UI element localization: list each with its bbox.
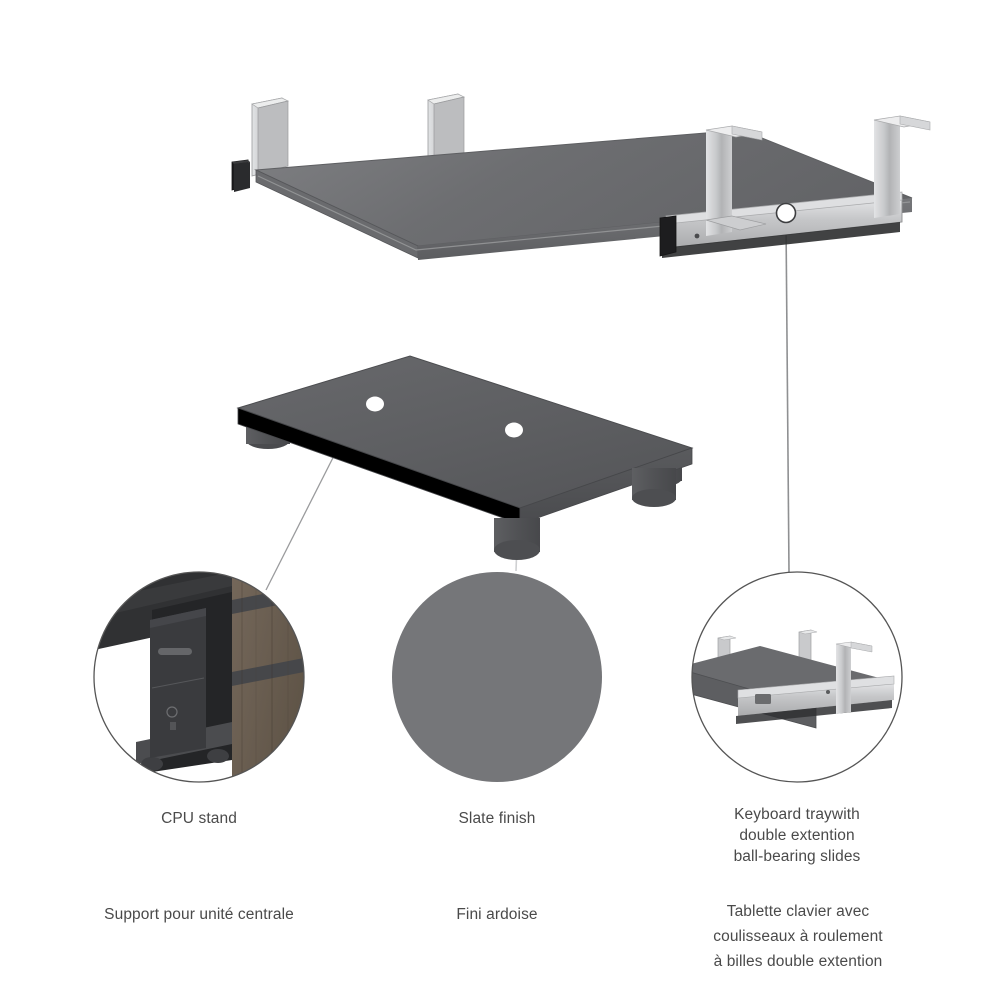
- detail-circle-keyboard-tray: [691, 571, 903, 783]
- closeup-rail-screw: [826, 690, 830, 694]
- closeup-rail-shadow: [736, 700, 892, 724]
- cpu-stand-hole-1: [366, 396, 384, 412]
- caption-fr-cpu-stand: Support pour unité centrale: [104, 906, 294, 923]
- caption-fr-keyboard-tray-line-1: Tablette clavier avec: [726, 903, 870, 920]
- caption-en-keyboard-tray-line-1: Keyboard traywith: [734, 806, 860, 823]
- caption-fr-keyboard-tray-line-2: coulisseaux à roulement: [713, 928, 883, 945]
- tray-bracket-rear-left: [251, 97, 290, 177]
- closeup-bracket-front: [835, 641, 873, 714]
- tray-rail-shadow: [662, 222, 900, 258]
- caption-en-slate-finish: Slate finish: [458, 810, 536, 827]
- leader-line-cpu-stand: [265, 431, 347, 591]
- detail-circle-outline-cpu-stand: [93, 571, 305, 783]
- caption-en-keyboard-tray-line-3: ball-bearing slides: [733, 848, 861, 865]
- stand-foot-front-right: [632, 468, 676, 507]
- tower-port: [170, 722, 176, 730]
- leader-line-keyboard-tray: [785, 221, 790, 573]
- photo-stand-foot-left: [141, 757, 163, 771]
- closeup-slide-rail: [738, 682, 894, 716]
- closeup-bracket-2-top: [798, 629, 818, 635]
- tray-end-cap-left-face: [234, 162, 250, 192]
- desk-top-edge: [94, 572, 232, 618]
- cpu-stand-hole-2: [505, 422, 523, 438]
- tower-bezel-split: [151, 677, 205, 689]
- caption-en-keyboard-tray: Keyboard traywith double extention ball-…: [697, 804, 897, 867]
- tray-bracket-front-right: [873, 115, 931, 218]
- closeup-bracket-1-top: [717, 635, 737, 641]
- detail-circle-slate-finish: [392, 572, 602, 782]
- closeup-rail-slot: [755, 694, 771, 704]
- keyboard-tray-illustration: [231, 93, 931, 260]
- cpu-stand-illustration: [236, 355, 694, 560]
- slide-mechanism-callout-dot: [775, 202, 797, 224]
- photo-stand-foot-right: [207, 749, 229, 763]
- caption-fr-keyboard-tray: Tablette clavier avec coulisseaux à roul…: [687, 899, 909, 974]
- wood-panel-groove-2: [232, 658, 304, 686]
- tray-end-cap-left-top: [232, 160, 250, 164]
- detail-circle-outline-keyboard-tray: [691, 571, 903, 783]
- slate-finish-swatch: [392, 572, 602, 782]
- stand-foot-front-left: [494, 518, 540, 560]
- caption-en-cpu-stand: CPU stand: [161, 810, 237, 827]
- caption-en-keyboard-tray-line-2: double extention: [739, 827, 855, 844]
- rail-screw-dot: [694, 233, 700, 239]
- caption-fr-keyboard-tray-line-3: à billes double extention: [713, 953, 883, 970]
- detail-circle-cpu-stand: [93, 571, 305, 783]
- tray-bracket-front-left: [705, 125, 767, 236]
- caption-fr-slate-finish: Fini ardoise: [456, 906, 538, 923]
- tray-end-cap-right: [659, 215, 677, 257]
- tower-power-button: [166, 706, 178, 718]
- tower-drive-slot: [158, 648, 192, 655]
- computer-tower: [150, 608, 206, 758]
